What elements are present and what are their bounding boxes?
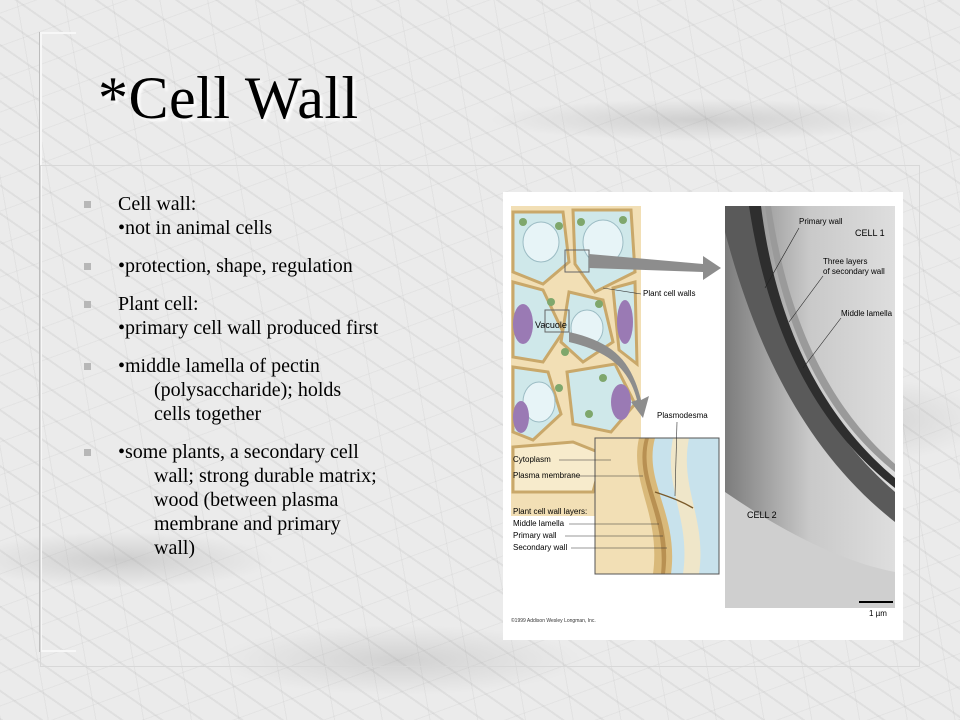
slide-title: *Cell Wall (98, 65, 359, 131)
cell-2-label: CELL 2 (747, 510, 777, 520)
plasma-membrane-label: Plasma membrane (513, 471, 581, 480)
content-frame (40, 165, 920, 667)
cell-wall-figure: Vacuole Plant cell walls Plasmodesma Cyt… (503, 192, 903, 640)
bullet-line: •protection, shape, regulation (118, 255, 353, 277)
bullet-item: Cell wall: •not in animal cells (84, 192, 484, 240)
bullet-item: Plant cell: •primary cell wall produced … (84, 292, 484, 340)
bullet-line: cells together (154, 403, 262, 425)
nuclei (513, 300, 633, 433)
plant-cell-walls-label: Plant cell walls (643, 289, 695, 298)
decorative-frame-left (40, 32, 76, 652)
micrograph-primary-wall-label: Primary wall (799, 217, 843, 226)
arrow-to-detail (569, 332, 649, 418)
bullet-line: wall; strong durable matrix; (154, 465, 377, 487)
secondary-wall-label: Secondary wall (513, 543, 567, 552)
bullet-marker-icon (84, 201, 91, 208)
bullet-line: membrane and primary (154, 513, 341, 535)
zoom-box-bottom (544, 309, 570, 333)
bullet-line: wood (between plasma (154, 489, 339, 511)
bullet-list: Cell wall: •not in animal cells •protect… (84, 192, 484, 574)
scale-label: 1 µm (869, 609, 887, 618)
chloroplasts (519, 216, 627, 418)
wall-layers-label: Plant cell wall layers: (513, 507, 587, 516)
wall-detail-diagram (594, 437, 720, 575)
bullet-item: •middle lamella of pectin (polysaccharid… (84, 354, 484, 426)
micrograph-middle-lamella-label: Middle lamella (841, 309, 893, 318)
three-layers-label-2: of secondary wall (823, 267, 885, 276)
bullet-line: wall) (154, 537, 196, 559)
bullet-item: •some plants, a secondary cell wall; str… (84, 440, 484, 560)
cell-1-label: CELL 1 (855, 228, 885, 238)
bullet-line: •some plants, a secondary cell (118, 441, 359, 463)
arrow-to-micrograph (589, 254, 721, 280)
bullet-item: •protection, shape, regulation (84, 254, 484, 278)
bullet-line: (polysaccharide); holds (154, 379, 342, 401)
bullet-marker-icon (84, 301, 91, 308)
cytoplasm-label: Cytoplasm (513, 455, 551, 464)
bullet-line: •middle lamella of pectin (118, 355, 320, 377)
bullet-line: •primary cell wall produced first (118, 317, 379, 339)
vacuole-label: Vacuole (535, 320, 567, 330)
three-layers-label-1: Three layers (823, 257, 867, 266)
plasmodesma-label: Plasmodesma (657, 411, 708, 420)
bullet-marker-icon (84, 363, 91, 370)
bullet-line: •not in animal cells (118, 217, 273, 239)
bullet-marker-icon (84, 263, 91, 270)
middle-lamella-label: Middle lamella (513, 519, 565, 528)
cell-wall-illustration: Vacuole Plant cell walls Plasmodesma Cyt… (511, 206, 895, 624)
bullet-line: Plant cell: (118, 293, 199, 315)
primary-wall-label: Primary wall (513, 531, 557, 540)
copyright-label: ©1999 Addison Wesley Longman, Inc. (511, 617, 596, 624)
bullet-line: Cell wall: (118, 193, 197, 215)
bullet-marker-icon (84, 449, 91, 456)
electron-micrograph (725, 206, 895, 608)
